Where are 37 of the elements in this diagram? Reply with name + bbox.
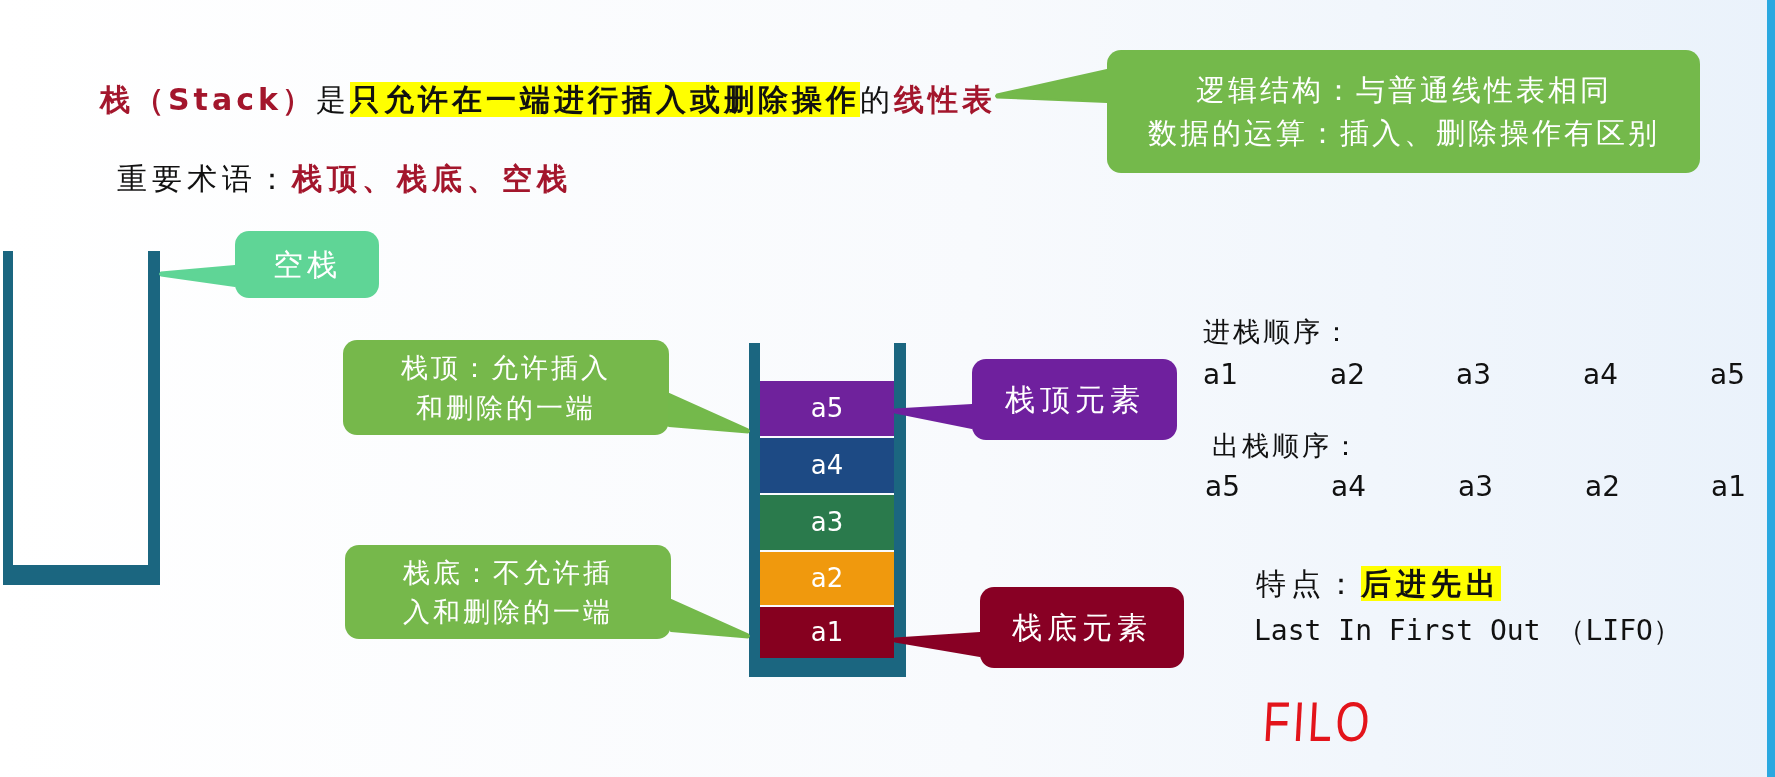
acronym-text: Last In First Out （LIFO） [1254,614,1681,648]
bubble-text: 数据的运算：插入、删除操作有区别 [1147,114,1660,152]
sequence-item: a4 [1331,470,1366,504]
speech-bubble [1107,50,1700,173]
speech-bubble: 空栈 [235,231,379,298]
sequence-heading: 出栈顺序： [1212,429,1362,463]
sequence-item: a4 [1583,358,1618,392]
handwritten-note: FILO [1261,689,1375,756]
sequence-item: a1 [1711,470,1746,504]
bubble-text: 逻辑结构：与普通线性表相同 [1195,72,1612,110]
sequence-item: a5 [1710,358,1745,392]
callout-tail [893,404,973,429]
stack-element: a1 [760,607,894,658]
stack-element: a5 [760,381,894,436]
callout-tail [893,632,981,657]
stack-element: a3 [760,495,894,550]
speech-bubble: 栈底元素 [980,587,1184,668]
speech-bubble: 栈顶：允许插入和删除的一端 [343,340,669,435]
empty-stack [3,251,160,585]
callout-tail [670,599,750,639]
callout-tail [159,265,236,287]
speech-bubble: 栈底：不允许插入和删除的一端 [345,545,671,639]
callout-tail [668,393,750,434]
sequence-item: a5 [1205,470,1240,504]
feature-text: 特点：后进先出 [1256,566,1501,602]
sequence-item: a1 [1203,358,1238,392]
sequence-item: a2 [1585,470,1620,504]
sequence-item: a3 [1456,358,1491,392]
speech-bubble: 栈顶元素 [972,359,1177,440]
sequence-item: a2 [1330,358,1365,392]
stack-element: a2 [760,552,894,605]
sequence-heading: 进栈顺序： [1203,315,1353,349]
term-list: 重要术语：栈顶、栈底、空栈 [117,161,572,197]
stack-container [749,343,906,677]
callout-tail [994,69,1108,103]
stack-element: a4 [760,438,894,493]
sequence-item: a3 [1458,470,1493,504]
